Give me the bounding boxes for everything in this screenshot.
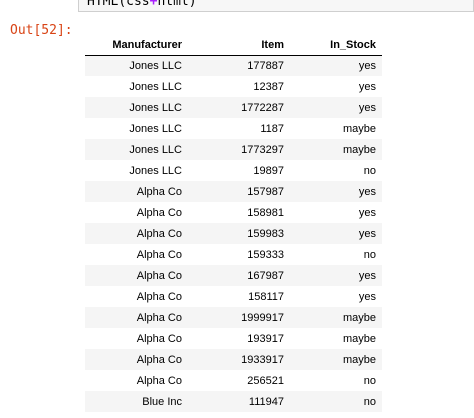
- cell-in-stock: yes: [290, 223, 382, 244]
- output-prompt: Out[52]:: [10, 23, 73, 38]
- cell-item: 1772287: [188, 97, 290, 118]
- cell-in-stock: maybe: [290, 307, 382, 328]
- cell-item: 158981: [188, 202, 290, 223]
- cell-item: 1773297: [188, 139, 290, 160]
- cell-manufacturer: Alpha Co: [85, 328, 188, 349]
- cell-manufacturer: Jones LLC: [85, 76, 188, 97]
- code-close-paren: ): [188, 0, 197, 9]
- cell-manufacturer: Jones LLC: [85, 118, 188, 139]
- cell-manufacturer: Alpha Co: [85, 265, 188, 286]
- cell-in-stock: maybe: [290, 118, 382, 139]
- cell-item: 19897: [188, 160, 290, 181]
- cell-in-stock: yes: [290, 55, 382, 76]
- cell-in-stock: yes: [290, 202, 382, 223]
- cell-item: 256521: [188, 370, 290, 391]
- cell-item: 1187: [188, 118, 290, 139]
- cell-item: 111947: [188, 391, 290, 412]
- cell-manufacturer: Alpha Co: [85, 370, 188, 391]
- cell-in-stock: no: [290, 370, 382, 391]
- cell-manufacturer: Alpha Co: [85, 307, 188, 328]
- cell-item: 159333: [188, 244, 290, 265]
- cell-in-stock: yes: [290, 265, 382, 286]
- cell-in-stock: maybe: [290, 328, 382, 349]
- code-arg-html: html: [157, 0, 189, 9]
- cell-manufacturer: Jones LLC: [85, 139, 188, 160]
- table-header-row: Manufacturer Item In_Stock: [85, 35, 382, 56]
- cell-manufacturer: Jones LLC: [85, 97, 188, 118]
- cell-in-stock: yes: [290, 76, 382, 97]
- cell-item: 12387: [188, 76, 290, 97]
- cell-in-stock: maybe: [290, 349, 382, 370]
- cell-item: 177887: [188, 55, 290, 76]
- cell-in-stock: yes: [290, 181, 382, 202]
- cell-manufacturer: Alpha Co: [85, 223, 188, 244]
- code-input-cell[interactable]: HTML(css+html): [78, 0, 474, 12]
- cell-in-stock: yes: [290, 286, 382, 307]
- cell-manufacturer: Alpha Co: [85, 202, 188, 223]
- code-arg-css: css: [126, 0, 150, 9]
- cell-in-stock: no: [290, 244, 382, 265]
- cell-manufacturer: Jones LLC: [85, 55, 188, 76]
- cell-in-stock: maybe: [290, 139, 382, 160]
- cell-in-stock: no: [290, 391, 382, 412]
- code-open-paren: (: [118, 0, 127, 9]
- cell-manufacturer: Alpha Co: [85, 181, 188, 202]
- cell-in-stock: yes: [290, 97, 382, 118]
- column-header-in-stock: In_Stock: [290, 35, 382, 56]
- cell-item: 193917: [188, 328, 290, 349]
- column-header-item: Item: [188, 35, 290, 56]
- cell-manufacturer: Alpha Co: [85, 244, 188, 265]
- cell-item: 1933917: [188, 349, 290, 370]
- cell-item: 159983: [188, 223, 290, 244]
- cell-manufacturer: Alpha Co: [85, 349, 188, 370]
- code-function: HTML: [87, 0, 119, 9]
- cell-manufacturer: Jones LLC: [85, 160, 188, 181]
- cell-item: 167987: [188, 265, 290, 286]
- cell-item: 1999917: [188, 307, 290, 328]
- code-operator: +: [149, 0, 158, 9]
- cell-in-stock: no: [290, 160, 382, 181]
- cell-manufacturer: Alpha Co: [85, 286, 188, 307]
- cell-item: 157987: [188, 181, 290, 202]
- cell-manufacturer: Blue Inc: [85, 391, 188, 412]
- code-line: HTML(css+html): [87, 0, 197, 9]
- column-header-manufacturer: Manufacturer: [85, 35, 188, 56]
- cell-item: 158117: [188, 286, 290, 307]
